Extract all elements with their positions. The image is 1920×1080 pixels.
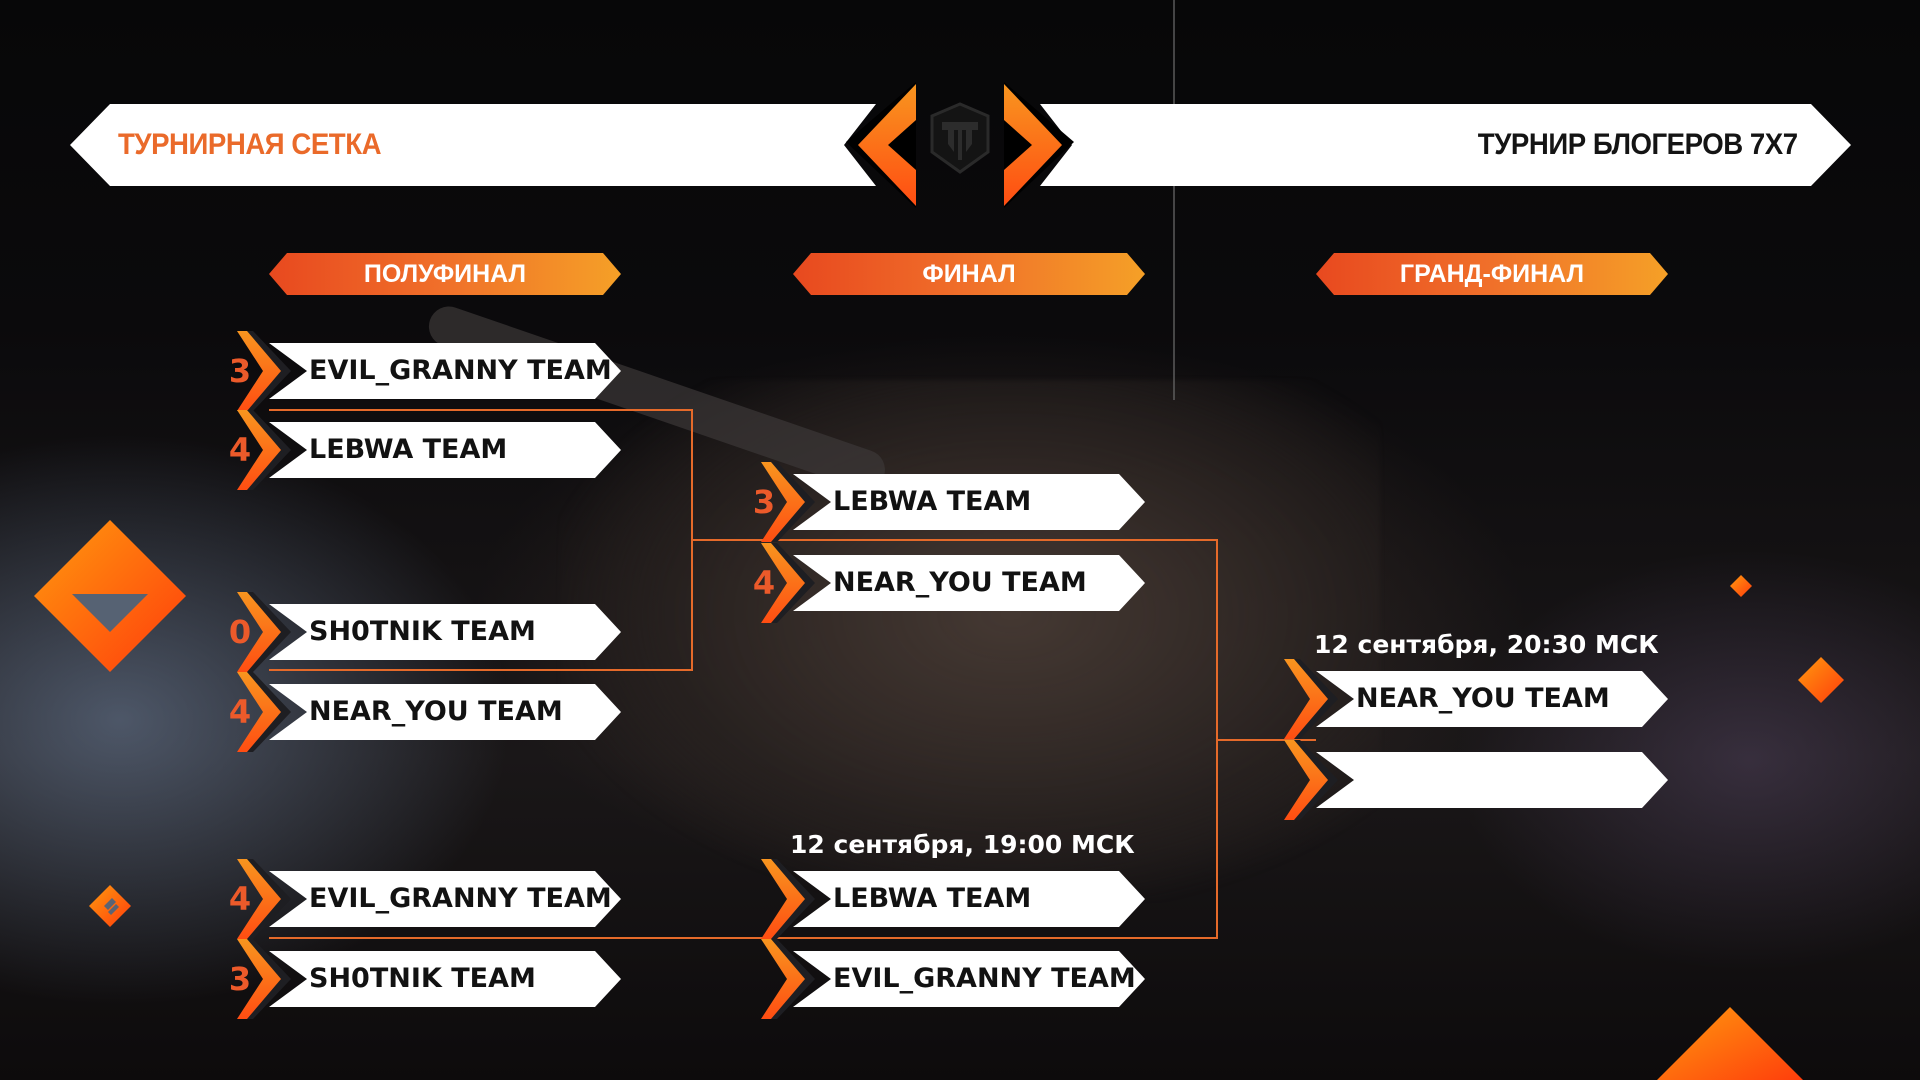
bracket-line xyxy=(1216,739,1316,741)
team-slot-background xyxy=(793,474,1145,530)
bracket-line xyxy=(269,937,1218,939)
chevron-right-icon xyxy=(1284,740,1338,820)
team-slot-background xyxy=(269,343,621,399)
team-slot-background xyxy=(1316,671,1668,727)
team-score: 4 xyxy=(228,431,252,469)
diamond-tiny-decoration-icon xyxy=(1729,574,1753,598)
team-score xyxy=(1274,752,1300,808)
team-score xyxy=(751,871,777,927)
team-score xyxy=(1274,671,1300,727)
header-ribbon-left xyxy=(70,104,876,186)
tank-antenna-background xyxy=(1173,0,1175,400)
tank-background-image xyxy=(560,380,1380,900)
team-score: 3 xyxy=(228,352,252,390)
wot-logo-icon xyxy=(930,102,990,174)
team-score: 4 xyxy=(228,693,252,731)
chevron-right-icon xyxy=(237,592,291,672)
team-name: NEAR_YOU TEAM xyxy=(1356,683,1610,714)
team-slot-background xyxy=(793,555,1145,611)
team-slot-background xyxy=(793,951,1145,1007)
bracket-line xyxy=(691,409,693,671)
team-slot-background xyxy=(269,871,621,927)
team-slot-background xyxy=(1316,752,1668,808)
match-date-final: 12 сентября, 19:00 МСК xyxy=(790,830,1135,859)
diamond-small-decoration-icon xyxy=(88,884,132,928)
chevron-right-icon xyxy=(1284,659,1338,739)
team-name: EVIL_GRANNY TEAM xyxy=(309,355,612,386)
team-score: 3 xyxy=(752,483,776,521)
chevron-right-icon xyxy=(761,859,815,939)
chevron-right-icon xyxy=(761,462,815,542)
bracket-line xyxy=(693,539,1216,541)
header-logo-group xyxy=(838,82,1082,208)
team-score: 3 xyxy=(228,960,252,998)
team-name: LEBWA TEAM xyxy=(833,486,1032,517)
team-score: 0 xyxy=(228,613,252,651)
team-name: SH0TNIK TEAM xyxy=(309,616,536,647)
chevron-left-icon xyxy=(846,82,916,208)
header-ribbon-right xyxy=(1040,104,1851,186)
bracket-title: ТУРНИРНАЯ СЕТКА xyxy=(118,128,382,161)
round-label-grand-final: ГРАНД-ФИНАЛ xyxy=(1316,253,1668,295)
team-score: 4 xyxy=(228,880,252,918)
chevron-right-icon xyxy=(237,331,291,411)
chevron-right-icon xyxy=(761,939,815,1019)
chevron-right-icon xyxy=(237,939,291,1019)
team-score xyxy=(751,951,777,1007)
chevron-right-icon xyxy=(1004,82,1074,208)
match-date-grand-final: 12 сентября, 20:30 МСК xyxy=(1314,630,1659,659)
team-slot-background xyxy=(269,684,621,740)
team-slot-background xyxy=(269,951,621,1007)
team-name: EVIL_GRANNY TEAM xyxy=(309,883,612,914)
team-slot-background xyxy=(269,604,621,660)
team-name: EVIL_GRANNY TEAM xyxy=(833,963,1136,994)
round-label-semifinal: ПОЛУФИНАЛ xyxy=(269,253,621,295)
chevron-right-icon xyxy=(237,859,291,939)
team-name: NEAR_YOU TEAM xyxy=(833,567,1087,598)
diamond-large-decoration-icon xyxy=(1655,1005,1805,1080)
chevron-right-icon xyxy=(237,672,291,752)
team-name: NEAR_YOU TEAM xyxy=(309,696,563,727)
chevron-right-icon xyxy=(761,543,815,623)
diamond-medium-decoration-icon xyxy=(1797,656,1845,704)
bracket-line xyxy=(269,669,693,671)
round-label-final: ФИНАЛ xyxy=(793,253,1145,295)
team-name: LEBWA TEAM xyxy=(309,434,508,465)
team-slot-background xyxy=(793,871,1145,927)
team-name: LEBWA TEAM xyxy=(833,883,1032,914)
tournament-title: ТУРНИР БЛОГЕРОВ 7X7 xyxy=(1478,128,1798,161)
chevron-right-icon xyxy=(237,410,291,490)
team-name: SH0TNIK TEAM xyxy=(309,963,536,994)
team-slot-background xyxy=(269,422,621,478)
team-score: 4 xyxy=(752,564,776,602)
bracket-line xyxy=(269,409,693,411)
diamond-triangle-decoration-icon xyxy=(32,518,188,674)
